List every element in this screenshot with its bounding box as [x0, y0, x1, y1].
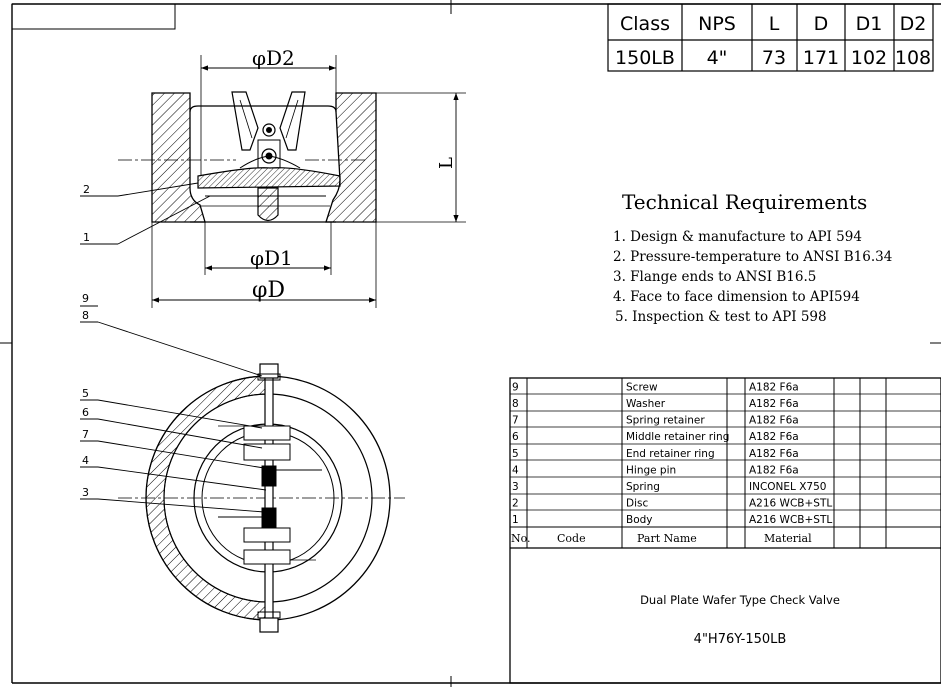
balloon-9: 9 — [82, 292, 89, 305]
bom-cell-part: Middle retainer ring — [626, 431, 729, 443]
spec-value-l: 73 — [762, 47, 786, 69]
bom-header-code: Code — [557, 532, 586, 545]
bom-cell-part: Hinge pin — [626, 464, 676, 476]
bom-cell-part: Spring — [626, 481, 660, 493]
dim-label-d2: φD2 — [252, 46, 295, 70]
title-block: Dual Plate Wafer Type Check Valve 4"H76Y… — [640, 593, 840, 647]
spec-header-d: D — [814, 13, 829, 35]
spec-header-d1: D1 — [856, 13, 883, 35]
bom-cell-material: A182 F6a — [749, 448, 799, 460]
balloon-6: 6 — [82, 406, 89, 419]
balloon-8: 8 — [82, 309, 89, 322]
bom-cell-part: Screw — [626, 382, 658, 394]
requirement-item: 2. Pressure-temperature to ANSI B16.34 — [613, 249, 892, 265]
bom-cell-material: A216 WCB+STL — [749, 497, 832, 509]
drawing-title: Dual Plate Wafer Type Check Valve — [640, 593, 840, 607]
bom-cell-no: 1 — [512, 514, 519, 526]
technical-requirements: Technical Requirements 1. Design & manuf… — [613, 190, 892, 325]
bom-cell-no: 3 — [512, 481, 519, 493]
spec-value-d: 171 — [803, 47, 839, 69]
spec-header-d2: D2 — [900, 13, 927, 35]
bom-cell-no: 4 — [512, 464, 519, 476]
dim-label-d: φD — [252, 278, 285, 303]
bom-cell-material: A182 F6a — [749, 431, 799, 443]
requirement-item: 5. Inspection & test to API 598 — [615, 309, 827, 325]
bom-cell-material: A182 F6a — [749, 415, 799, 427]
bom-header-material: Material — [764, 532, 812, 545]
bom-header-part: Part Name — [637, 532, 697, 545]
spec-value-nps: 4" — [707, 47, 728, 69]
requirements-title: Technical Requirements — [622, 190, 867, 214]
spec-table: Class NPS L D D1 D2 150LB 4" 73 171 102 … — [607, 3, 934, 72]
balloon-3: 3 — [82, 486, 89, 499]
dim-label-l: L — [436, 157, 457, 169]
requirement-item: 1. Design & manufacture to API 594 — [613, 229, 862, 245]
spec-value-d1: 102 — [851, 47, 887, 69]
bom-cell-material: A216 WCB+STL — [749, 514, 832, 526]
section-view — [80, 55, 466, 308]
bom-cell-part: Disc — [626, 497, 648, 509]
balloon-1: 1 — [83, 231, 90, 244]
bom-cell-no: 2 — [512, 497, 519, 509]
requirement-item: 3. Flange ends to ANSI B16.5 — [613, 269, 816, 285]
body-right-wall — [325, 92, 377, 223]
bom-cell-material: A182 F6a — [749, 382, 799, 394]
bom-cell-part: End retainer ring — [626, 448, 715, 460]
bom-cell-material: A182 F6a — [749, 398, 799, 410]
disc-section — [197, 167, 341, 189]
bom-cell-material: A182 F6a — [749, 464, 799, 476]
dim-label-d1: φD1 — [250, 246, 293, 270]
body-left-wall — [151, 92, 206, 223]
bom-cell-no: 8 — [512, 398, 519, 410]
spec-header-class: Class — [620, 13, 670, 35]
bom-cell-no: 9 — [512, 382, 519, 394]
bom-cell-part: Body — [626, 514, 653, 526]
spec-header-l: L — [769, 13, 780, 35]
bom-cell-part: Washer — [626, 398, 666, 410]
bom-cell-material: INCONEL X750 — [749, 481, 826, 493]
balloon-2: 2 — [83, 183, 90, 196]
spec-header-nps: NPS — [698, 13, 736, 35]
requirement-item: 4. Face to face dimension to API594 — [613, 289, 860, 305]
balloon-5: 5 — [82, 387, 89, 400]
bom-cell-no: 6 — [512, 431, 519, 443]
bom-cell-no: 7 — [512, 415, 519, 427]
end-view — [80, 305, 405, 633]
bom-cell-part: Spring retainer — [626, 415, 705, 427]
spec-value-class: 150LB — [615, 47, 675, 69]
balloon-7: 7 — [82, 428, 89, 441]
bom-cell-no: 5 — [512, 448, 519, 460]
drawing-model: 4"H76Y-150LB — [694, 632, 787, 647]
bom-header-no: No. — [511, 532, 531, 545]
balloon-4: 4 — [82, 454, 89, 467]
spec-value-d2: 108 — [895, 47, 931, 69]
